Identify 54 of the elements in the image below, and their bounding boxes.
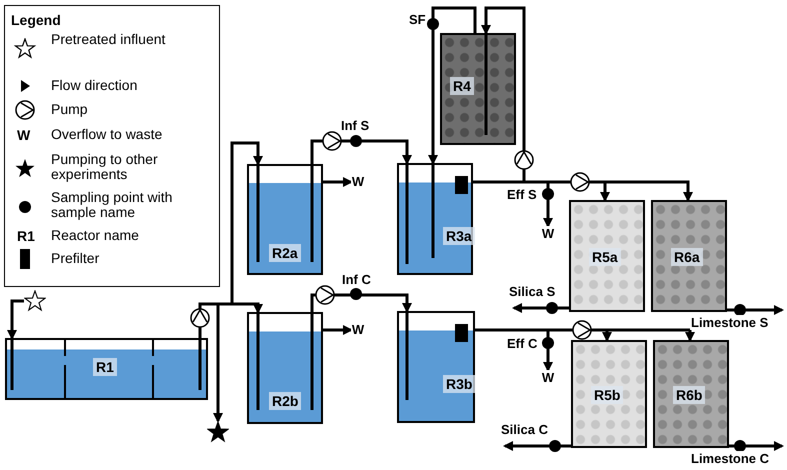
legend-text: Reactor name — [51, 228, 140, 243]
legend-heading: Legend — [11, 12, 61, 28]
packed-column — [653, 340, 729, 448]
pipe-arrow — [7, 300, 24, 340]
packed-column — [440, 33, 516, 145]
reactor-label: R3a — [443, 227, 475, 245]
sample-point-label: Inf C — [341, 272, 372, 287]
reactor-tank — [247, 312, 323, 424]
pipe-arrow — [310, 294, 412, 313]
legend-text: Overflow to waste — [51, 127, 164, 142]
pipe-arrow — [310, 140, 412, 165]
legend-text: Flow direction — [51, 78, 138, 93]
sample-point-label: SF — [408, 12, 427, 27]
sample-point-label: Silica C — [500, 422, 549, 437]
star-outline-icon — [24, 290, 46, 312]
legend-text: Prefilter — [51, 251, 100, 266]
reactor-label: R3b — [443, 375, 476, 393]
sample-point-label: Inf S — [340, 118, 370, 133]
symbol-label: W — [17, 126, 30, 142]
legend-text: Sampling point with sample name — [51, 190, 174, 220]
reactor-label: R5b — [591, 386, 624, 404]
pipe-arrow — [475, 328, 553, 372]
pipe-arrow — [503, 441, 571, 451]
reactor-label: R2a — [269, 244, 301, 262]
reactor-tank — [247, 164, 323, 275]
legend-text: Pumping to other experiments — [51, 152, 159, 182]
reactor-tank — [397, 163, 473, 275]
reactor-label: R2b — [269, 392, 302, 410]
star-icon — [207, 421, 229, 443]
reactor-label: R5a — [589, 248, 621, 266]
pipe-arrow — [428, 6, 476, 165]
reactor-label: R4 — [450, 77, 474, 95]
pipe-arrow — [198, 302, 223, 423]
reactor-tank — [397, 311, 475, 423]
packed-column — [569, 200, 645, 312]
sample-point-label: Eff C — [506, 336, 538, 351]
reactor-label: R6b — [673, 386, 706, 404]
symbol-label: R1 — [17, 228, 35, 244]
sample-point-label: Limestone C — [690, 451, 770, 466]
sample-point-label: Eff S — [506, 187, 538, 202]
packed-column — [651, 200, 727, 312]
legend-text: Pretreated influent — [51, 32, 166, 47]
pipe-arrow — [323, 325, 353, 335]
pipe-arrow — [729, 441, 784, 451]
packed-column — [571, 340, 647, 448]
pipe-arrow — [727, 305, 784, 315]
legend-text: Pump — [51, 102, 89, 117]
reactor-tank — [5, 338, 208, 400]
pipe-arrow — [323, 177, 353, 187]
sample-point-label: Limestone S — [690, 315, 770, 330]
reactor-label: R6a — [671, 248, 703, 266]
sample-point-label: Silica S — [508, 284, 556, 299]
reactor-label: R1 — [93, 358, 117, 376]
pipe-arrow — [512, 303, 569, 313]
